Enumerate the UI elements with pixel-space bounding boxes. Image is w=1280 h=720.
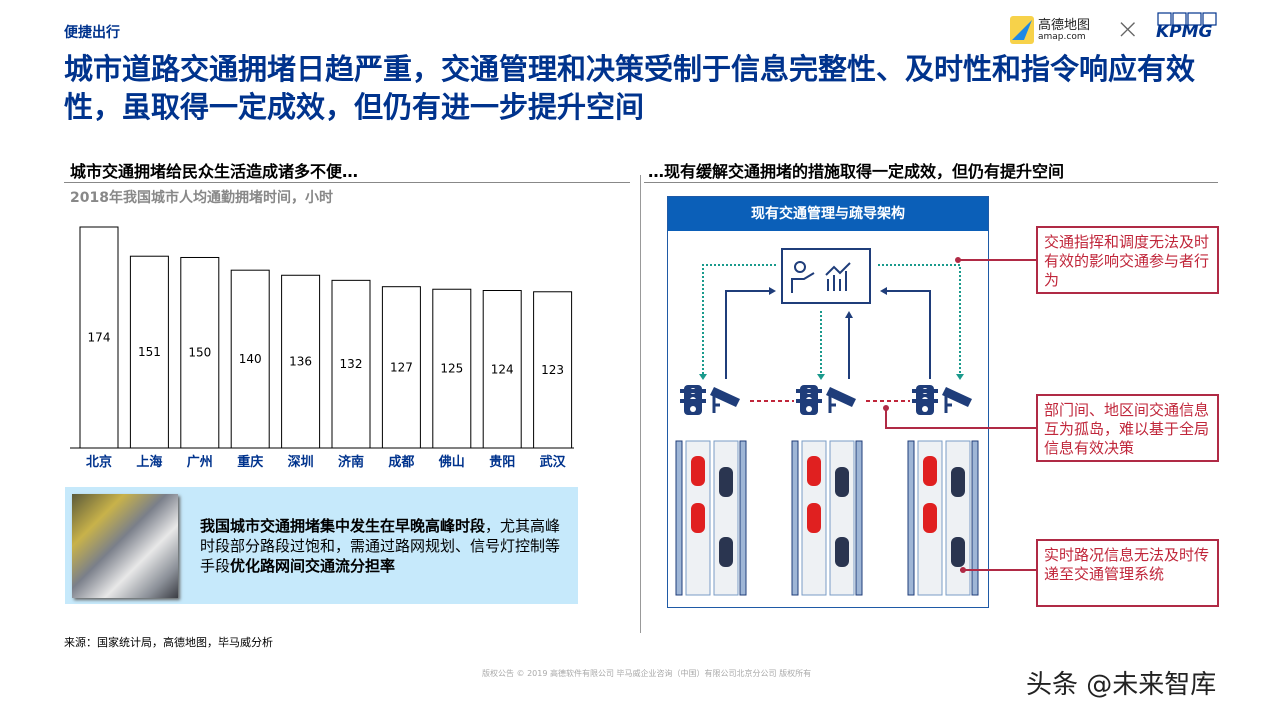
info-normal: ，尤其高峰时段部分路段过饱和，需通过路网规划、信号灯控制等手段	[200, 517, 561, 575]
camera-icon	[826, 387, 856, 413]
camera-icon	[710, 387, 740, 413]
note-connector-3	[960, 567, 1040, 573]
car-icon	[923, 456, 937, 486]
data-flow-lines	[725, 290, 931, 379]
car-icon	[835, 537, 849, 567]
bar	[482, 290, 522, 449]
amap-logo-en: amap.com	[1038, 32, 1086, 42]
bar	[381, 286, 421, 449]
kpmg-logo: KPMG	[1156, 12, 1218, 42]
bar	[129, 255, 169, 449]
road-lanes	[675, 440, 747, 596]
note-connectors	[883, 257, 1040, 429]
command-arrowheads	[699, 374, 964, 380]
architecture-graphic	[675, 248, 979, 596]
architecture-title: 现有交通管理与疏导架构	[668, 197, 988, 231]
kpmg-logo-text: KPMG	[1156, 22, 1213, 42]
category-label: 深圳	[288, 454, 314, 470]
car-icon	[719, 467, 733, 497]
car-icon	[835, 467, 849, 497]
section-tag: 便捷出行	[64, 25, 120, 41]
info-bold-2: 优化路网间交通流分担率	[230, 557, 396, 575]
category-label: 武汉	[540, 454, 567, 470]
category-label: 广州	[187, 454, 213, 470]
data-label: 140	[239, 352, 262, 366]
watermark: 头条 @未来智库	[1026, 670, 1217, 700]
car-icon	[951, 467, 965, 497]
data-label: 127	[390, 360, 413, 374]
car-icon	[691, 503, 705, 533]
data-label: 174	[88, 331, 111, 345]
bar	[432, 288, 472, 449]
category-label: 北京	[86, 454, 112, 470]
right-heading: …现有缓解交通拥堵的措施取得一定成效，但仍有提升空间	[648, 162, 1065, 181]
data-arrowheads	[769, 287, 887, 318]
bar	[230, 269, 270, 449]
data-label: 150	[188, 346, 211, 360]
category-label: 成都	[388, 454, 414, 470]
category-label: 佛山	[438, 454, 465, 470]
command-flow-lines	[702, 264, 961, 374]
data-label: 123	[541, 363, 564, 377]
car-icon	[807, 503, 821, 533]
bar	[79, 226, 119, 449]
car-icon	[807, 456, 821, 486]
road-lanes	[791, 440, 863, 596]
note-info-silos: 部门间、地区间交通信息互为孤岛，难以基于全局信息有效决策	[1036, 394, 1219, 462]
source-note: 来源：国家统计局，高德地图，毕马威分析	[64, 636, 273, 649]
left-heading-rule	[64, 182, 630, 183]
car-icon	[951, 537, 965, 567]
traffic-photo	[72, 494, 178, 598]
note-dispatch: 交通指挥和调度无法及时有效的影响交通参与者行为	[1036, 226, 1219, 294]
amap-logo-cn: 高德地图	[1038, 18, 1091, 33]
category-label: 贵阳	[489, 454, 515, 470]
traffic-light-icon	[912, 385, 938, 415]
camera-icon	[942, 387, 972, 413]
bar	[281, 274, 321, 449]
car-icon	[923, 503, 937, 533]
car-icon	[719, 537, 733, 567]
data-label: 136	[289, 355, 312, 369]
bar	[331, 279, 371, 449]
copyright: 版权公告 © 2019 高德软件有限公司 毕马威企业咨询（中国）有限公司北京分公…	[482, 669, 812, 678]
data-label: 125	[440, 362, 463, 376]
car-icon	[691, 456, 705, 486]
bar	[533, 291, 573, 449]
data-label: 132	[340, 357, 363, 371]
data-label: 151	[138, 345, 161, 359]
note-realtime: 实时路况信息无法及时传递至交通管理系统	[1036, 539, 1219, 607]
traffic-light-icon	[680, 385, 706, 415]
architecture-diagram: 现有交通管理与疏导架构	[667, 196, 989, 608]
chart-title: 2018年我国城市人均通勤拥堵时间，小时	[70, 190, 333, 206]
category-label: 重庆	[237, 454, 263, 470]
data-label: 124	[491, 362, 514, 376]
control-center-icon	[781, 248, 871, 304]
column-divider	[640, 175, 641, 633]
traffic-light-icon	[796, 385, 822, 415]
logo-separator: ×	[1116, 12, 1140, 45]
category-label: 上海	[136, 454, 162, 470]
bar-chart: 174 北京 151 上海 150 广州 140 重庆 136 深圳 132 济南 127 成都 125 佛山…	[70, 226, 574, 470]
right-heading-rule	[644, 182, 1218, 183]
info-text: 我国城市交通拥堵集中发生在早晚高峰时段，尤其高峰时段部分路段过饱和，需通过路网规…	[200, 516, 570, 576]
info-bold-1: 我国城市交通拥堵集中发生在早晚高峰时段	[200, 517, 486, 535]
left-heading: 城市交通拥堵给民众生活造成诸多不便…	[70, 162, 359, 181]
page-title: 城市道路交通拥堵日趋严重，交通管理和决策受制于信息完整性、及时性和指令响应有效性…	[64, 52, 1196, 124]
bar	[180, 256, 220, 449]
category-label: 济南	[338, 454, 364, 470]
amap-logo: 高德地图 amap.com	[1008, 14, 1108, 48]
